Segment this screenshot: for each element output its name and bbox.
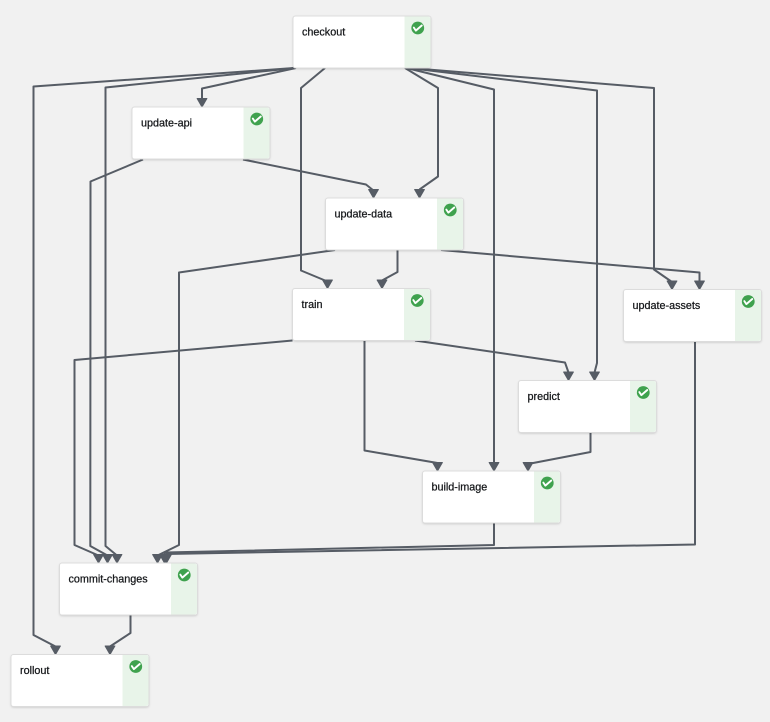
svg-text:build-image: build-image [432, 482, 488, 494]
svg-text:predict: predict [528, 391, 560, 403]
svg-text:update-api: update-api [141, 118, 192, 130]
svg-text:rollout: rollout [20, 665, 49, 677]
svg-text:train: train [302, 299, 323, 311]
svg-text:commit-changes: commit-changes [69, 574, 149, 586]
svg-text:update-data: update-data [335, 209, 393, 221]
svg-text:update-assets: update-assets [633, 300, 701, 312]
svg-text:checkout: checkout [302, 27, 345, 39]
